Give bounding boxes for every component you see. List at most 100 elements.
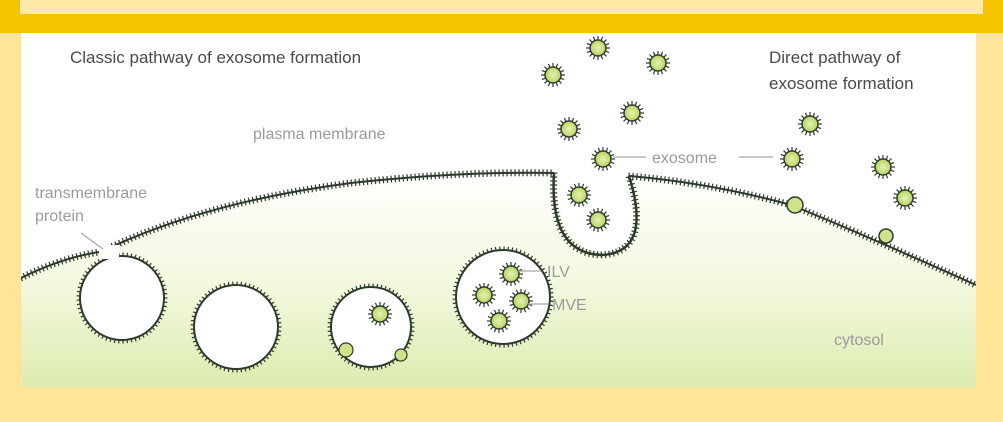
membrane-spike	[873, 236, 877, 244]
membrane-spike	[596, 251, 599, 259]
membrane-spike	[306, 185, 310, 193]
membrane-spike	[707, 182, 710, 190]
plasma-membrane-label: plasma membrane	[253, 126, 386, 143]
plasma-membrane-left	[21, 251, 100, 279]
membrane-spike	[553, 215, 561, 219]
membrane-spike	[294, 187, 298, 195]
membrane-spike	[917, 256, 921, 264]
membrane-spike	[738, 188, 742, 197]
membrane-spike	[71, 254, 75, 262]
membrane-spike	[858, 230, 863, 238]
vesicle	[557, 117, 581, 141]
membrane-spike	[572, 243, 578, 251]
membrane-spike	[699, 181, 702, 189]
membrane-spike	[552, 211, 560, 215]
membrane-spike	[22, 272, 27, 280]
membrane-spike	[318, 183, 321, 191]
membrane-spike	[350, 179, 353, 187]
membrane-spike	[394, 175, 397, 183]
membrane-spike	[259, 194, 263, 203]
membrane-spike	[386, 175, 389, 183]
membrane-spike	[26, 271, 31, 278]
membrane-spike	[632, 226, 640, 229]
membrane-spike	[410, 173, 413, 181]
membrane-spike	[580, 247, 584, 255]
transmembrane-label-line2: protein	[35, 208, 84, 225]
ilv-label: ILV	[547, 264, 570, 281]
membrane-spike	[891, 244, 896, 252]
membrane-spike	[615, 248, 619, 256]
membrane-spike	[576, 245, 581, 253]
membrane-spike	[151, 226, 156, 234]
membrane-spike	[166, 220, 171, 228]
membrane-spike	[197, 210, 201, 218]
membrane-spike	[643, 173, 646, 182]
membrane-spike	[267, 193, 270, 201]
membrane-spike	[193, 212, 197, 220]
membrane-spike	[651, 174, 654, 182]
membrane-spike	[330, 182, 333, 190]
inward-bud-2	[394, 348, 408, 362]
membrane-spike	[611, 249, 615, 257]
membrane-spike	[621, 244, 627, 252]
membrane-spike	[220, 204, 224, 212]
membrane-spike	[777, 198, 781, 206]
membrane-spike	[302, 186, 306, 194]
membrane-spike	[821, 214, 826, 222]
membrane-bud-1	[786, 196, 804, 214]
membrane-spike	[550, 200, 558, 202]
membrane-spike	[942, 267, 947, 275]
membrane-spike	[298, 187, 302, 195]
membrane-spike	[734, 188, 738, 196]
membrane-spike	[647, 174, 650, 182]
membrane-spike	[370, 177, 373, 185]
membrane-spike	[314, 184, 317, 192]
membrane-spike	[91, 249, 94, 257]
membrane-spike	[555, 222, 563, 227]
membrane-spike	[271, 192, 274, 200]
membrane-spike	[390, 175, 393, 183]
vesicle	[487, 309, 511, 333]
membrane-spike	[29, 269, 34, 277]
membrane-spike	[310, 185, 314, 193]
membrane-spike	[902, 249, 907, 257]
membrane-spike	[33, 267, 38, 275]
membrane-spike	[935, 264, 940, 272]
membrane-spike	[290, 188, 294, 196]
membrane-spike	[814, 211, 819, 219]
membrane-spike	[279, 190, 282, 198]
membrane-spike	[322, 183, 325, 191]
membrane-spike	[626, 239, 633, 246]
membrane-spike	[773, 197, 777, 205]
membrane-spike	[551, 207, 559, 211]
direct-pathway-title-line1: Direct pathway of	[769, 48, 901, 67]
membrane-spike	[924, 259, 929, 267]
membrane-spike	[21, 276, 24, 282]
membrane-spike	[398, 174, 401, 182]
vesicle	[646, 51, 670, 75]
membrane-spike	[63, 256, 68, 264]
membrane-spike	[155, 224, 159, 232]
membrane-spike	[671, 177, 674, 185]
membrane-spike	[95, 248, 98, 256]
membrane-spike	[236, 200, 239, 208]
membrane-spike	[703, 182, 706, 190]
membrane-spike	[121, 238, 126, 245]
membrane-spike	[406, 174, 409, 182]
membrane-spike	[909, 252, 914, 260]
membrane-spike	[208, 207, 212, 215]
membrane-spike	[679, 178, 682, 186]
classic-pathway-title: Classic pathway of exosome formation	[70, 48, 361, 67]
membrane-spike	[803, 207, 807, 215]
vesicle	[893, 186, 917, 210]
vesicle	[586, 208, 610, 232]
membrane-spike	[326, 182, 329, 190]
inward-bud-1	[338, 342, 354, 358]
membrane-spike	[185, 214, 189, 222]
membrane-spike	[604, 251, 607, 259]
mve-label: MVE	[552, 297, 587, 314]
membrane-spike	[675, 177, 678, 185]
membrane-spike	[630, 194, 638, 198]
membrane-spike	[418, 173, 421, 181]
membrane-spike	[181, 215, 186, 223]
